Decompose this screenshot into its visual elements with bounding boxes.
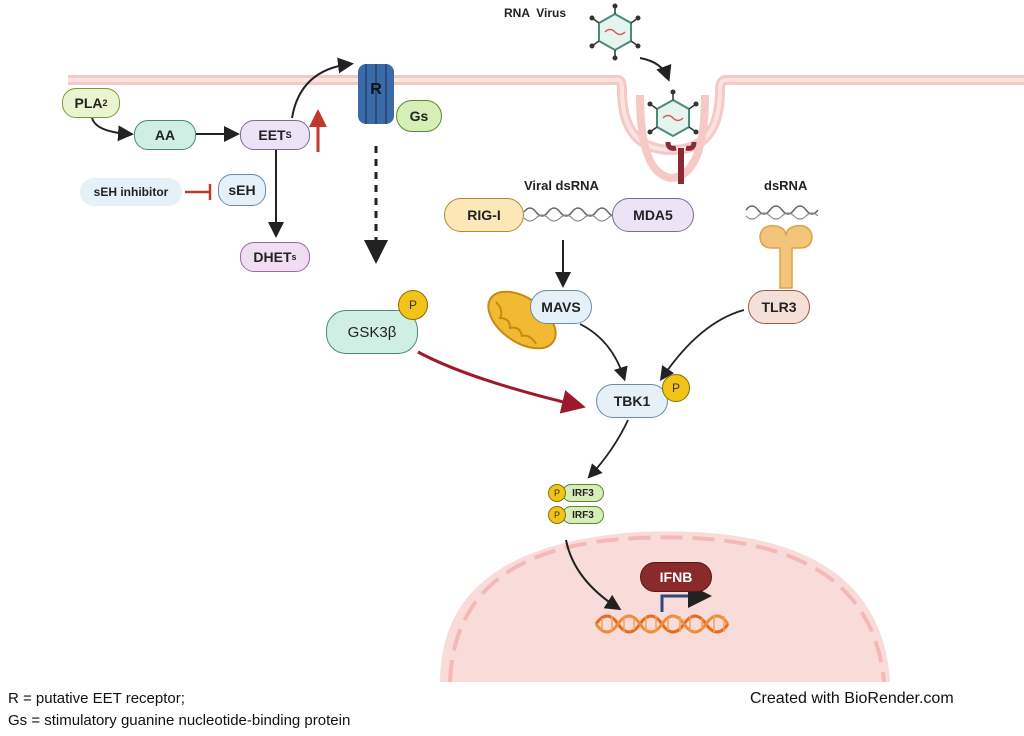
irf3-node-1: IRF3	[562, 484, 604, 502]
receptor-text: R	[370, 81, 382, 98]
legend-line-2: Gs = stimulatory guanine nucleotide-bind…	[8, 712, 351, 729]
nucleus	[440, 531, 890, 683]
gsk3b-node: GSK3β	[326, 310, 418, 354]
tlr3-receptor-icon	[759, 224, 813, 289]
tlr3-label: TLR3	[761, 299, 797, 315]
mavs-label: MAVS	[541, 299, 581, 315]
biorender-credit: Created with BioRender.com	[750, 690, 954, 707]
internalized-virus-icon	[647, 89, 699, 138]
mda5-node: MDA5	[612, 198, 694, 232]
tlr3-node: TLR3	[748, 290, 810, 324]
gpcr-receptor-icon	[358, 64, 394, 124]
gsk3b-label: GSK3β	[347, 323, 397, 341]
legend-line-1: R = putative EET receptor;	[8, 690, 185, 707]
dna-helix-icon	[594, 614, 730, 634]
mda5-label: MDA5	[633, 207, 673, 223]
rigi-node: RIG-I	[444, 198, 524, 232]
dsrna-label: dsRNA	[764, 178, 808, 193]
seh-inhibitor-node: sEH inhibitor	[80, 178, 182, 206]
rna-virus-label: RNA Virus	[504, 6, 567, 20]
viral-dsrna-label: Viral dsRNA	[524, 178, 599, 193]
ifnb-node: IFNB	[640, 562, 712, 592]
dhets-subscript: s	[291, 252, 297, 262]
irf3-phospho-badge-1: P	[548, 484, 566, 502]
receptor-label: R	[362, 76, 390, 104]
gsk3b-phospho-badge: P	[398, 290, 428, 320]
endosome-receptor-icon	[665, 141, 697, 184]
seh-label: sEH	[228, 182, 256, 198]
irf3-node-2: IRF3	[562, 506, 604, 524]
tbk1-node: TBK1	[596, 384, 668, 418]
tbk1-label: TBK1	[613, 393, 651, 409]
dhets-label: DHET	[253, 249, 292, 265]
seh-inhibitor-label: sEH inhibitor	[93, 185, 169, 199]
tbk1-phospho-badge: P	[662, 374, 690, 402]
pla2-label: PLA	[74, 95, 103, 111]
inhibition-bar	[185, 184, 212, 200]
eets-label: EET	[258, 127, 286, 143]
ifnb-label: IFNB	[659, 569, 693, 585]
gs-label: Gs	[409, 108, 429, 124]
aa-label: AA	[154, 127, 176, 143]
plasma-membrane	[68, 75, 1024, 183]
irf3-phospho-badge-2: P	[548, 506, 566, 524]
rigi-label: RIG-I	[467, 207, 501, 223]
rna-virus-icon	[589, 3, 641, 61]
gs-node: Gs	[396, 100, 442, 132]
aa-node: AA	[134, 120, 196, 150]
eets-subscript: S	[285, 130, 292, 140]
seh-node: sEH	[218, 174, 266, 206]
pla2-subscript: 2	[102, 98, 108, 108]
mavs-node: MAVS	[530, 290, 592, 324]
